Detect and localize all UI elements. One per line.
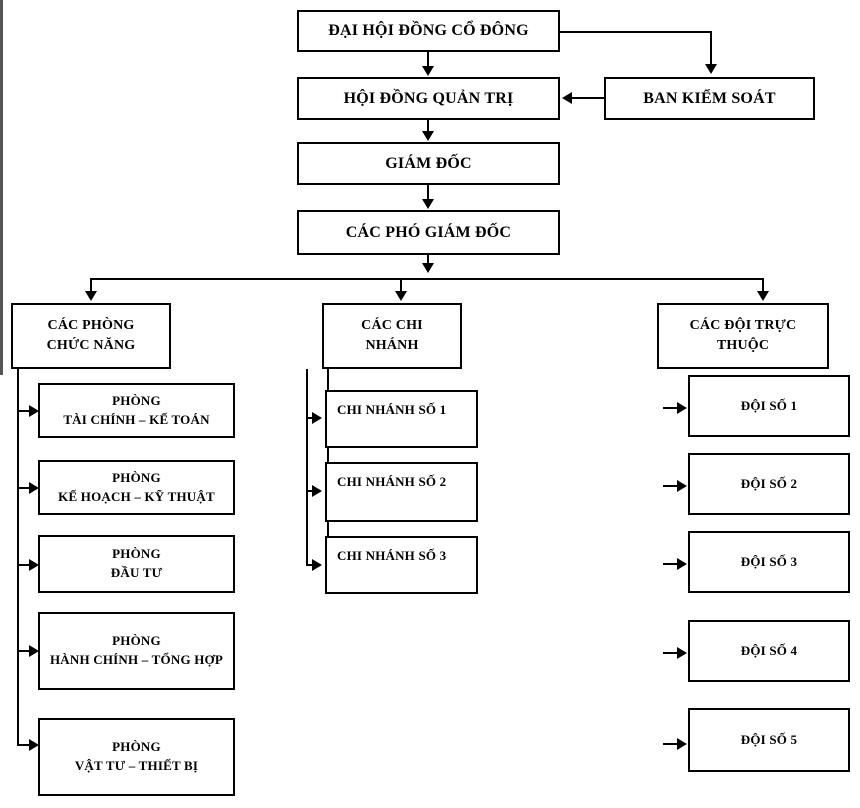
arrowhead-branch-1-right-icon xyxy=(312,412,322,424)
connector-shareholders-to-board-vertical xyxy=(427,52,429,68)
connector-bus-to-column1 xyxy=(90,278,92,292)
node-label-deputy-directors: CÁC PHÓ GIÁM ĐỐC xyxy=(345,223,512,241)
arrowhead-planning-technical-right-icon xyxy=(29,482,39,494)
node-label-department-administration-general: PHÒNG HÀNH CHÍNH – TỔNG HỢP xyxy=(50,633,223,667)
node-label-board-of-management: HỘI ĐỒNG QUẢN TRỊ xyxy=(343,89,514,107)
connector-spine-subordinate-teams xyxy=(0,0,3,375)
node-director[interactable]: GIÁM ĐỐC xyxy=(297,142,560,185)
connector-spine-to-planning-technical xyxy=(17,487,30,489)
connector-shareholders-to-supervisory-vertical xyxy=(710,31,712,65)
arrowhead-team-4-right-icon xyxy=(677,647,687,659)
node-team-5[interactable]: ĐỘI SỐ 5 xyxy=(688,708,850,772)
arrowhead-team-3-right-icon xyxy=(677,558,687,570)
node-label-team-3: ĐỘI SỐ 3 xyxy=(740,553,798,569)
connector-distribution-bus xyxy=(90,278,764,280)
node-department-administration-general[interactable]: PHÒNG HÀNH CHÍNH – TỔNG HỢP xyxy=(38,612,235,690)
node-label-branch-3: CHI NHÁNH SỐ 3 xyxy=(337,548,447,563)
node-column-header-subordinate-teams[interactable]: CÁC ĐỘI TRỰC THUỘC xyxy=(657,303,829,369)
node-department-materials-equipment[interactable]: PHÒNG VẬT TƯ – THIẾT BỊ xyxy=(38,718,235,796)
node-label-department-investment: PHÒNG ĐẦU TƯ xyxy=(110,546,163,580)
node-branch-1[interactable]: CHI NHÁNH SỐ 1 xyxy=(325,390,478,448)
node-label-branch-2: CHI NHÁNH SỐ 2 xyxy=(337,474,447,489)
node-department-planning-technical[interactable]: PHÒNG KẾ HOẠCH – KỸ THUẬT xyxy=(38,460,235,515)
node-department-finance-accounting[interactable]: PHÒNG TÀI CHÍNH – KẾ TOÁN xyxy=(38,383,235,438)
connector-deputy-bus-drop xyxy=(427,255,429,265)
connector-spine-to-materials-equipment xyxy=(17,744,30,746)
node-label-department-planning-technical: PHÒNG KẾ HOẠCH – KỸ THUẬT xyxy=(58,469,215,504)
arrowhead-column3-down-icon xyxy=(757,291,769,301)
arrowhead-materials-equipment-right-icon xyxy=(29,739,39,751)
arrowhead-team-1-right-icon xyxy=(677,402,687,414)
node-department-investment[interactable]: PHÒNG ĐẦU TƯ xyxy=(38,535,235,593)
node-label-team-4: ĐỘI SỐ 4 xyxy=(740,642,798,658)
node-shareholders-meeting[interactable]: ĐẠI HỘI ĐỒNG CỔ ĐÔNG xyxy=(297,10,560,52)
arrowhead-supervisory-down-icon xyxy=(705,64,717,74)
arrowhead-board-left-icon xyxy=(562,92,572,104)
node-board-of-management[interactable]: HỘI ĐỒNG QUẢN TRỊ xyxy=(297,77,560,120)
connector-spine-to-team-4 xyxy=(663,652,678,654)
node-label-team-1: ĐỘI SỐ 1 xyxy=(740,397,798,413)
arrowhead-bus-down-icon xyxy=(422,263,434,273)
node-team-4[interactable]: ĐỘI SỐ 4 xyxy=(688,620,850,682)
arrowhead-board-down-icon xyxy=(422,66,434,76)
node-column-header-functional-departments[interactable]: CÁC PHÒNG CHỨC NĂNG xyxy=(11,303,171,369)
arrowhead-deputy-down-icon xyxy=(422,199,434,209)
arrowhead-column1-down-icon xyxy=(85,291,97,301)
arrowhead-director-down-icon xyxy=(422,131,434,141)
node-label-column-header-functional-departments: CÁC PHÒNG CHỨC NĂNG xyxy=(46,317,136,353)
connector-board-to-director-vertical xyxy=(427,120,429,132)
connector-spine-to-team-5 xyxy=(663,743,678,745)
connector-spine-to-team-3 xyxy=(663,563,678,565)
node-label-column-header-branches: CÁC CHI NHÁNH xyxy=(361,317,423,353)
node-label-team-5: ĐỘI SỐ 5 xyxy=(740,731,798,747)
connector-spine-to-administration-general xyxy=(17,650,30,652)
node-deputy-directors[interactable]: CÁC PHÓ GIÁM ĐỐC xyxy=(297,210,560,255)
node-team-3[interactable]: ĐỘI SỐ 3 xyxy=(688,531,850,593)
connector-spine-to-team-1 xyxy=(663,407,678,409)
connector-supervisory-to-board-horizontal xyxy=(572,97,604,99)
arrowhead-column2-down-icon xyxy=(395,291,407,301)
connector-spine-to-investment xyxy=(17,564,30,566)
connector-bus-to-column2 xyxy=(400,278,402,292)
arrowhead-administration-general-right-icon xyxy=(29,645,39,657)
arrowhead-investment-right-icon xyxy=(29,559,39,571)
node-label-team-2: ĐỘI SỐ 2 xyxy=(740,475,798,491)
node-branch-3[interactable]: CHI NHÁNH SỐ 3 xyxy=(325,536,478,594)
node-column-header-branches[interactable]: CÁC CHI NHÁNH xyxy=(322,303,462,369)
connector-bus-to-column3 xyxy=(762,278,764,292)
arrowhead-team-5-right-icon xyxy=(677,738,687,750)
arrowhead-branch-2-right-icon xyxy=(312,485,322,497)
connector-shareholders-to-supervisory-horizontal xyxy=(560,31,712,33)
node-label-department-finance-accounting: PHÒNG TÀI CHÍNH – KẾ TOÁN xyxy=(63,392,210,427)
node-label-supervisory-board: BAN KIỂM SOÁT xyxy=(643,89,776,107)
node-supervisory-board[interactable]: BAN KIỂM SOÁT xyxy=(604,77,815,120)
arrowhead-team-2-right-icon xyxy=(677,480,687,492)
connector-spine-to-team-2 xyxy=(663,485,678,487)
node-label-department-materials-equipment: PHÒNG VẬT TƯ – THIẾT BỊ xyxy=(74,739,199,773)
node-team-1[interactable]: ĐỘI SỐ 1 xyxy=(688,375,850,437)
node-label-shareholders-meeting: ĐẠI HỘI ĐỒNG CỔ ĐÔNG xyxy=(328,22,529,40)
node-team-2[interactable]: ĐỘI SỐ 2 xyxy=(688,453,850,515)
connector-spine-branches-left xyxy=(306,369,308,566)
node-branch-2[interactable]: CHI NHÁNH SỐ 2 xyxy=(325,462,478,522)
node-label-branch-1: CHI NHÁNH SỐ 1 xyxy=(337,402,447,417)
arrowhead-branch-3-right-icon xyxy=(312,559,322,571)
node-label-director: GIÁM ĐỐC xyxy=(385,154,472,172)
arrowhead-finance-accounting-right-icon xyxy=(29,405,39,417)
node-label-column-header-subordinate-teams: CÁC ĐỘI TRỰC THUỘC xyxy=(689,317,797,353)
connector-director-to-deputy-vertical xyxy=(427,185,429,201)
connector-spine-to-finance-accounting xyxy=(17,410,30,412)
connector-spine-functional-departments xyxy=(17,369,19,745)
